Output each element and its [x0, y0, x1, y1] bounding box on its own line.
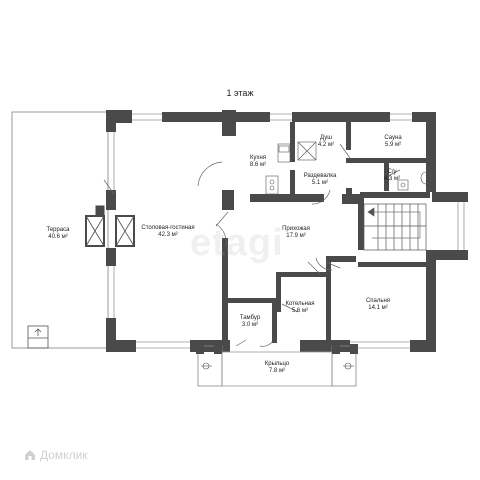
room-area: 7.8 м²: [268, 368, 286, 374]
staircase: [363, 203, 427, 251]
porch: [196, 344, 358, 387]
room-label-terrace: Терраса 40.6 м²: [46, 227, 69, 241]
room-area: 3.0 м²: [241, 322, 259, 328]
floor-title: 1 этаж: [226, 88, 254, 98]
watermark: etagi: [190, 222, 284, 264]
windows: [107, 113, 465, 349]
terrace-steps-icon: [27, 325, 49, 349]
room-label-vestibule: Тамбур 3.0 м²: [240, 315, 260, 329]
room-label-living: Столовая-гостиная 42.3 м²: [141, 225, 194, 239]
room-label-shower: Душ 4.2 м²: [318, 135, 334, 149]
room-name: Сауна: [384, 135, 402, 141]
room-name: С/у: [387, 169, 397, 175]
room-area: 40.6 м²: [48, 234, 68, 240]
terrace-outline: [11, 111, 109, 349]
porch-steps-right-icon: [343, 362, 354, 370]
room-label-dressing: Раздевалка 5.1 м²: [304, 173, 337, 187]
room-area: 42.3 м²: [158, 232, 178, 238]
interior-walls: [222, 122, 430, 343]
room-name: Спальня: [365, 298, 391, 304]
pillars: [85, 205, 135, 247]
room-label-boiler: Котельная 5.6 м²: [285, 301, 314, 315]
room-name: Терраса: [46, 227, 70, 233]
room-label-bedroom: Спальня 14.1 м²: [366, 298, 390, 312]
room-area: 8.6 м²: [249, 162, 267, 168]
kitchen-fixtures: [265, 143, 291, 195]
room-name: Столовая-гостиная: [141, 225, 195, 231]
room-name: Котельная: [285, 301, 315, 307]
domclick-logo: Домклик: [24, 448, 88, 462]
room-name: Душ: [319, 135, 333, 141]
room-name: Кухня: [249, 155, 267, 161]
toilet-icon: [397, 171, 432, 191]
house-logo-icon: [25, 450, 35, 460]
room-area: 5.6 м²: [291, 308, 309, 314]
room-area: 5.1 м²: [311, 180, 329, 186]
room-name: Крыльцо: [264, 361, 290, 367]
room-area: 14.1 м²: [368, 305, 388, 311]
room-label-porch: Крыльцо 7.8 м²: [265, 361, 289, 375]
logo-text: Домклик: [40, 448, 88, 462]
room-area: 4.3 м²: [383, 176, 401, 182]
room-label-sauna: Сауна 5.9 м²: [384, 135, 401, 149]
room-name: Тамбур: [239, 315, 261, 321]
door-swings: [103, 143, 401, 347]
room-label-kitchen: Кухня 8.6 м²: [250, 155, 266, 169]
room-name: Прихожая: [282, 226, 310, 232]
porch-steps-left-icon: [201, 362, 212, 370]
room-area: 17.9 м²: [286, 233, 306, 239]
room-name: Раздевалка: [303, 173, 337, 179]
room-area: 5.9 м²: [384, 142, 402, 148]
room-label-hall: Прихожая 17.9 м²: [282, 226, 310, 240]
shower-fixtures: [297, 141, 317, 161]
room-area: 4.2 м²: [317, 142, 335, 148]
room-label-wc: С/у 4.3 м²: [384, 169, 400, 183]
